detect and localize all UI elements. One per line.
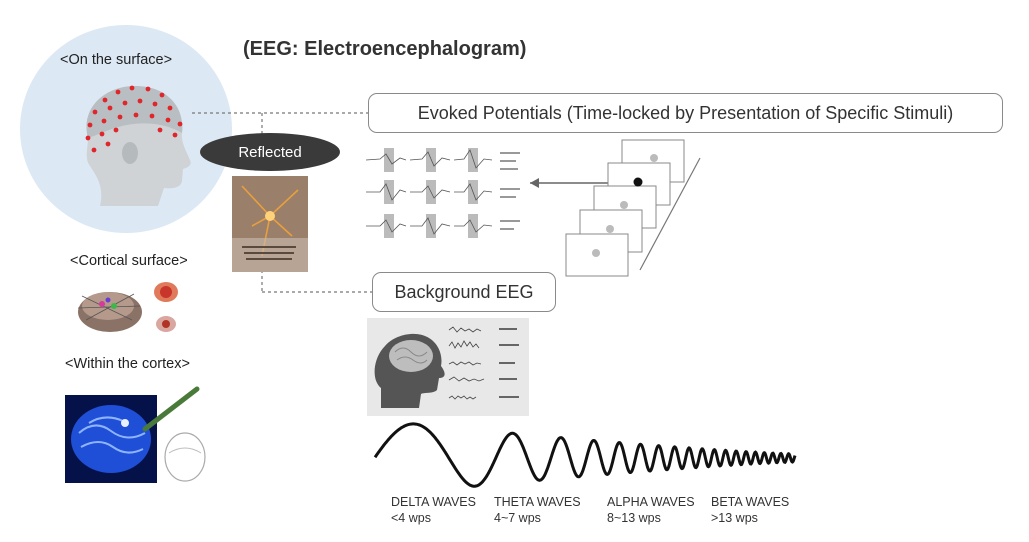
background-eeg-image [367, 318, 529, 416]
evoked-potentials-box: Evoked Potentials (Time-locked by Presen… [368, 93, 1003, 133]
beta-wave-rate: >13 wps [711, 511, 758, 525]
surface-label: <On the surface> [60, 52, 173, 68]
theta-wave-label: THETA WAVES 4~7 wps [494, 494, 581, 526]
neuron-image [232, 176, 308, 272]
wave-line [373, 422, 797, 488]
theta-wave-rate: 4~7 wps [494, 511, 541, 525]
evoked-potentials-plots [365, 148, 520, 238]
background-eeg-box: Background EEG [372, 272, 556, 312]
delta-wave-name: DELTA WAVES [391, 495, 476, 509]
delta-wave-rate: <4 wps [391, 511, 431, 525]
within-cortex-image [65, 386, 206, 483]
alpha-wave-name: ALPHA WAVES [607, 495, 695, 509]
cortical-surface-image [77, 282, 178, 332]
head-electrodes-image [85, 85, 191, 206]
cortical-surface-label: <Cortical surface> [70, 253, 188, 269]
stimulus-cards [565, 139, 685, 277]
within-cortex-label: <Within the cortex> [65, 356, 190, 372]
page-title: (EEG: Electroencephalogram) [243, 38, 527, 60]
beta-wave-name: BETA WAVES [711, 495, 790, 509]
reflected-label: Reflected [200, 133, 340, 171]
alpha-wave-rate: 8~13 wps [607, 511, 661, 525]
beta-wave-label: BETA WAVES >13 wps [711, 494, 789, 526]
theta-wave-name: THETA WAVES [494, 495, 581, 509]
delta-wave-label: DELTA WAVES <4 wps [391, 494, 476, 526]
alpha-wave-label: ALPHA WAVES 8~13 wps [607, 494, 695, 526]
brain-wave-graphic [373, 422, 797, 488]
